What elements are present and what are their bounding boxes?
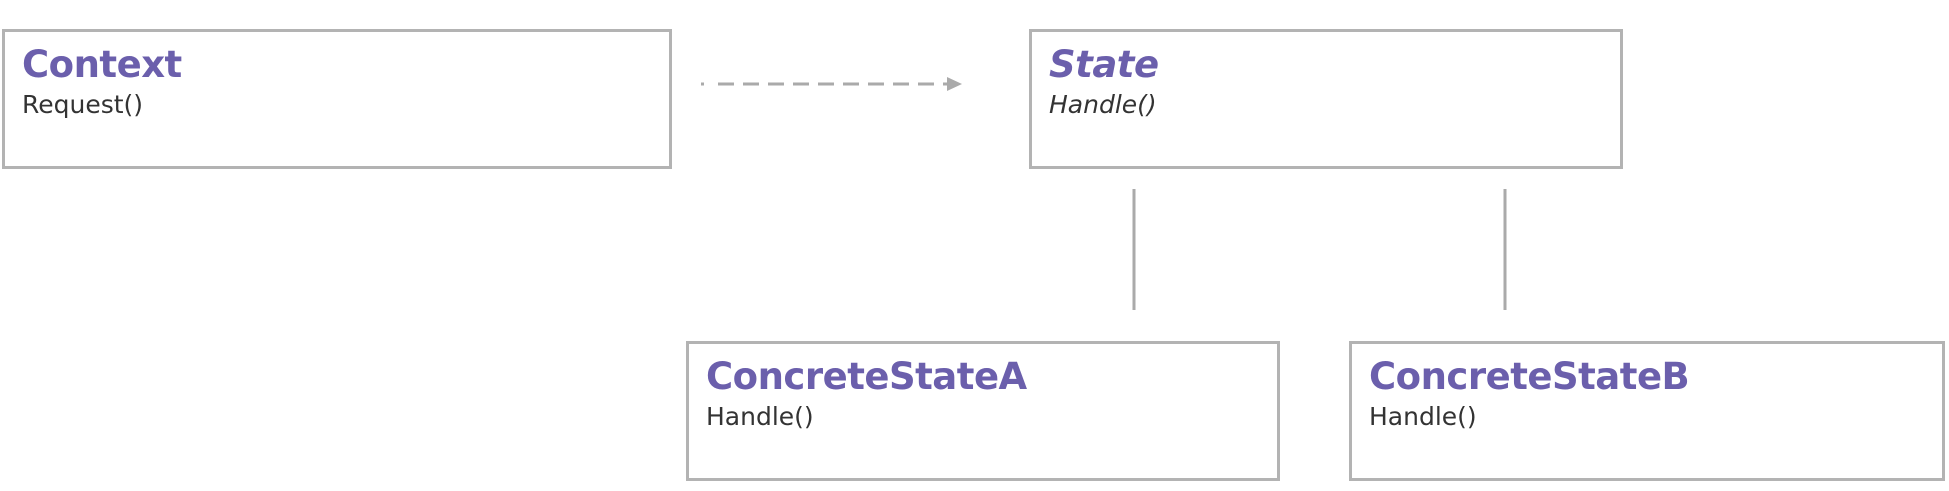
class-name-context: Context	[22, 43, 182, 86]
method-handle-a: Handle()	[706, 402, 814, 431]
method-handle-b: Handle()	[1369, 402, 1477, 431]
context-class-box: Context Request()	[2, 29, 672, 169]
class-name-concrete-state-b: ConcreteStateB	[1369, 355, 1690, 398]
class-name-concrete-state-a: ConcreteStateA	[706, 355, 1027, 398]
concrete-state-b-class-box: ConcreteStateB Handle()	[1349, 341, 1945, 481]
concrete-state-a-class-box: ConcreteStateA Handle()	[686, 341, 1280, 481]
method-request: Request()	[22, 90, 144, 119]
context-to-state-arrow	[701, 77, 962, 91]
class-name-state: State	[1049, 43, 1159, 86]
state-class-box: State Handle()	[1029, 29, 1623, 169]
arrowhead-icon	[947, 77, 962, 91]
method-handle-abstract: Handle()	[1049, 90, 1157, 119]
